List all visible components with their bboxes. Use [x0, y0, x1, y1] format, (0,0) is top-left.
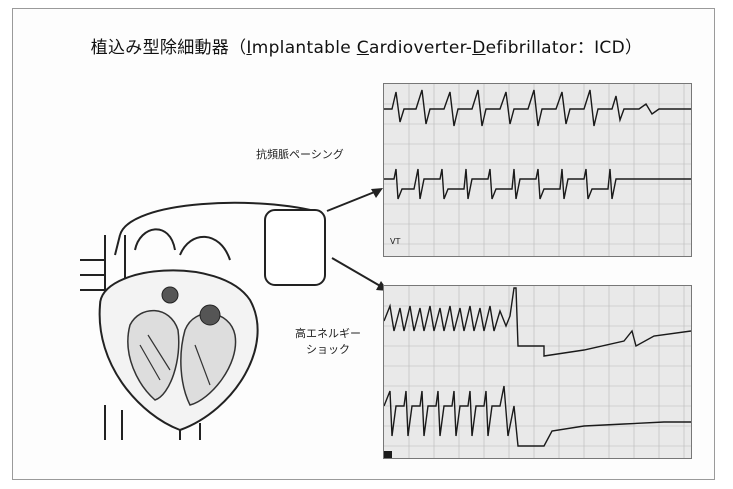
ecg-strip-shock	[383, 285, 692, 459]
strip-marker-vt: VT	[390, 237, 400, 246]
ecg-trace-shock-lower	[384, 386, 691, 446]
heart-device-illustration	[60, 195, 390, 445]
label-antitachycardia-pacing: 抗頻脈ペーシング	[256, 147, 344, 163]
arrow-to-shock	[330, 255, 390, 295]
icd-device	[265, 210, 325, 285]
figure-title: 植込み型除細動器（Implantable Cardioverter-Defibr…	[0, 33, 733, 58]
arrow-to-pacing	[325, 185, 385, 215]
ecg-strip-pacing: VT	[383, 83, 692, 257]
label-high-energy-shock: 高エネルギー ショック	[295, 326, 361, 358]
ecg-trace-pacing-upper	[384, 90, 691, 126]
